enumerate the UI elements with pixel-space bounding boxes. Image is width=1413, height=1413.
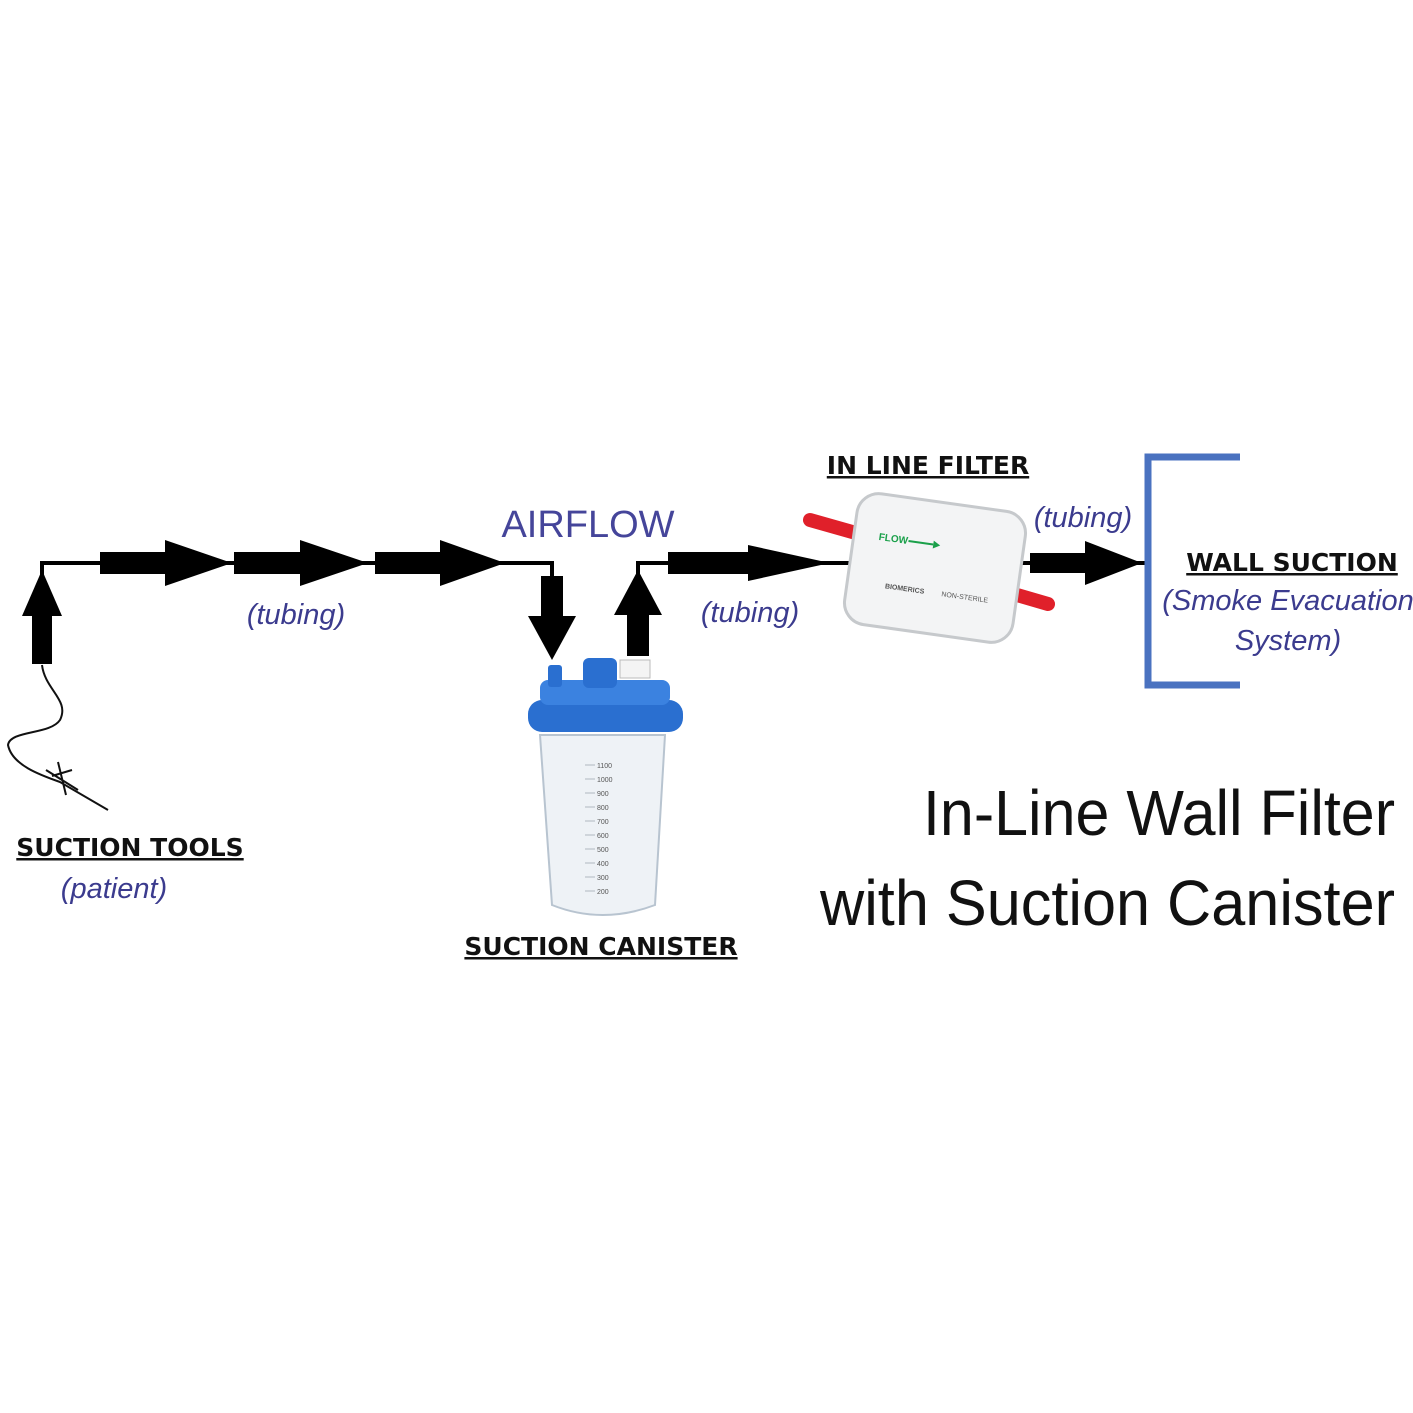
scale-mark: 1100: [597, 763, 612, 770]
scale-mark: 200: [597, 889, 609, 896]
arrow-down-canister: [528, 576, 576, 660]
tubing-label-2: (tubing): [701, 597, 799, 629]
tubing-label-3: (tubing): [1034, 502, 1132, 534]
suction-tools-label: SUCTION TOOLS: [16, 833, 243, 862]
scale-mark: 300: [597, 875, 609, 882]
arrow-right-3: [375, 540, 505, 586]
scale-mark: 400: [597, 861, 609, 868]
arrow-right-1: [100, 540, 232, 586]
arrow-right-2: [234, 540, 368, 586]
arrow-right-5: [1030, 541, 1142, 585]
wall-suction-note-2: System): [1235, 625, 1341, 657]
suction-canister-label: SUCTION CANISTER: [464, 932, 737, 961]
airflow-label: AIRFLOW: [501, 504, 674, 546]
scale-mark: 600: [597, 833, 609, 840]
scale-mark: 500: [597, 847, 609, 854]
scale-mark: 900: [597, 791, 609, 798]
wall-suction-bracket: [1144, 453, 1240, 689]
scale-mark: 800: [597, 805, 609, 812]
wall-suction-label: WALL SUCTION: [1186, 548, 1398, 577]
tubing-label-1: (tubing): [247, 599, 345, 631]
in-line-filter-label: IN LINE FILTER: [827, 451, 1029, 480]
scale-mark: 1000: [597, 777, 613, 784]
scale-mark: 700: [597, 819, 609, 826]
wall-suction-note-1: (Smoke Evacuation: [1162, 585, 1413, 617]
flow-label: FLOW: [878, 532, 909, 547]
suction-canister-image: 1100 1000 900 800 700 600 500 400 300 200: [528, 658, 683, 916]
arrow-up-canister: [614, 570, 662, 656]
title-line-1: In-Line Wall Filter: [923, 777, 1395, 849]
suction-tools-note: (patient): [61, 873, 167, 905]
in-line-filter-image: FLOW BIOMERICS NON-STERILE: [803, 492, 1055, 644]
suction-tool-icon: [6, 664, 109, 811]
arrow-right-4: [668, 545, 830, 581]
arrow-up-tools: [22, 570, 62, 664]
title-line-2: with Suction Canister: [819, 867, 1395, 939]
